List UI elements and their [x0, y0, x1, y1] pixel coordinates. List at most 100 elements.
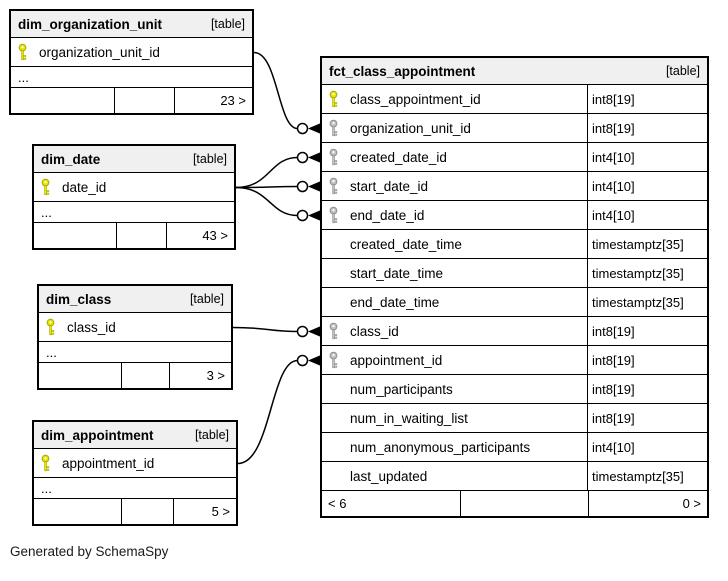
relation-dim_organization_unit.organization_unit_id-to-fct_class_appointment.organization_unit_id: [253, 51, 321, 135]
column-type: int4[10]: [587, 172, 707, 200]
table-header[interactable]: dim_organization_unit [table]: [11, 11, 252, 38]
column-name: organization_unit_id: [350, 120, 471, 136]
table-badge: [table]: [189, 292, 224, 306]
column-name: end_date_id: [350, 207, 425, 223]
ellipsis-row: ...: [39, 342, 231, 363]
column-type: timestamptz[35]: [587, 288, 707, 316]
column-row-organization_unit_id: organization_unit_id int8[19]: [322, 114, 707, 143]
footer-cell-right: 3 >: [206, 368, 225, 383]
footer-cell-middle: [117, 223, 167, 248]
footer-cell-right: 0 >: [682, 496, 701, 511]
table-footer: < 6 0 >: [322, 491, 707, 516]
column-row-last_updated: last_updated timestamptz[35]: [322, 462, 707, 491]
column-row-start_date_id: start_date_id int4[10]: [322, 172, 707, 201]
relation-dim_date.date_id-to-fct_class_appointment.start_date_id: [235, 180, 321, 193]
relation-dim_class.class_id-to-fct_class_appointment.class_id: [232, 325, 321, 338]
relation-endpoint-circle: [296, 151, 309, 164]
relation-line: [237, 359, 298, 465]
footer-cell-right: 43 >: [202, 228, 228, 243]
table-header[interactable]: fct_class_appointment [table]: [322, 58, 707, 85]
primary-key-icon: [41, 454, 50, 472]
column-type: timestamptz[35]: [587, 230, 707, 258]
table-badge: [table]: [194, 428, 229, 442]
column-name: start_date_time: [350, 265, 444, 281]
column-type: int4[10]: [587, 143, 707, 171]
column-name: created_date_time: [350, 236, 462, 252]
table-dim_organization_unit: dim_organization_unit [table] organization…: [9, 9, 254, 115]
column-row-class_id: class_id: [39, 313, 231, 342]
column-name: organization_unit_id: [39, 44, 160, 60]
foreign-key-icon: [329, 322, 338, 340]
primary-key-icon: [18, 43, 27, 61]
column-name: class_appointment_id: [350, 91, 481, 107]
footer-cell-left: < 6: [322, 491, 461, 516]
column-type: int8[19]: [587, 375, 707, 403]
foreign-key-icon: [329, 206, 338, 224]
table-dim_appointment: dim_appointment[table]appointment_id...5…: [32, 420, 238, 526]
table-title: fct_class_appointment: [329, 63, 476, 79]
ellipsis-row: ...: [11, 67, 252, 88]
foreign-key-icon: [329, 351, 338, 369]
table-header[interactable]: dim_appointment [table]: [34, 422, 236, 449]
table-footer: 3 >: [39, 363, 231, 388]
column-name: num_participants: [350, 381, 453, 397]
table-badge: [table]: [665, 64, 700, 78]
foreign-key-icon: [329, 148, 338, 166]
primary-key-icon: [329, 90, 338, 108]
footer-cell-middle: [122, 499, 174, 524]
ellipsis-row: ...: [34, 478, 236, 499]
column-row-date_id: date_id: [34, 173, 234, 202]
column-name: num_in_waiting_list: [350, 410, 468, 426]
relation-endpoint-circle: [296, 354, 309, 367]
relation-line: [253, 51, 298, 130]
column-type: int8[19]: [587, 114, 707, 142]
column-row-created_date_time: created_date_time timestamptz[35]: [322, 230, 707, 259]
column-name: start_date_id: [350, 178, 429, 194]
column-row-num_in_waiting_list: num_in_waiting_list int8[19]: [322, 404, 707, 433]
table-title: dim_class: [46, 291, 112, 307]
column-type: int8[19]: [587, 85, 707, 113]
footer-cell-left: [34, 223, 117, 248]
relation-line: [235, 185, 298, 189]
footer-cell-middle: [115, 88, 175, 113]
column-type: int4[10]: [587, 433, 707, 461]
relation-dim_appointment.appointment_id-to-fct_class_appointment.appointment_id: [237, 354, 321, 465]
column-type: int8[19]: [587, 317, 707, 345]
column-name: class_id: [350, 323, 399, 339]
foreign-key-icon: [329, 119, 338, 137]
column-name: last_updated: [350, 468, 428, 484]
column-type: int8[19]: [587, 404, 707, 432]
column-row-class_id: class_id int8[19]: [322, 317, 707, 346]
foreign-key-icon: [329, 177, 338, 195]
relation-endpoint-circle: [296, 180, 309, 193]
footer-cell-left: [11, 88, 115, 113]
column-row-start_date_time: start_date_time timestamptz[35]: [322, 259, 707, 288]
relation-endpoint-circle: [296, 209, 309, 222]
column-row-num_participants: num_participants int8[19]: [322, 375, 707, 404]
table-header[interactable]: dim_class [table]: [39, 286, 231, 313]
column-type: timestamptz[35]: [587, 462, 707, 490]
table-footer: 43 >: [34, 223, 234, 248]
relation-endpoint-circle: [296, 122, 309, 135]
table-header[interactable]: dim_date[table]: [34, 146, 234, 173]
column-row-appointment_id: appointment_id: [34, 449, 236, 478]
table-title: dim_appointment: [41, 427, 154, 443]
column-name: appointment_id: [350, 352, 443, 368]
table-title: dim_organization_unit: [18, 16, 163, 32]
column-name: appointment_id: [62, 455, 155, 471]
column-row-end_date_time: end_date_time timestamptz[35]: [322, 288, 707, 317]
table-badge: [table]: [210, 17, 245, 31]
relation-line: [235, 186, 298, 217]
primary-key-icon: [41, 178, 50, 196]
footer-cell-middle: [122, 363, 170, 388]
ellipsis-row: ...: [34, 202, 234, 223]
relation-line: [232, 326, 298, 333]
primary-key-icon: [46, 318, 55, 336]
generated-by-note: Generated by SchemaSpy: [10, 544, 169, 559]
relation-endpoint-circle: [296, 325, 309, 338]
column-type: timestamptz[35]: [587, 259, 707, 287]
table-footer: 23 >: [11, 88, 252, 113]
column-name: end_date_time: [350, 294, 440, 310]
table-title: dim_date: [41, 151, 101, 167]
